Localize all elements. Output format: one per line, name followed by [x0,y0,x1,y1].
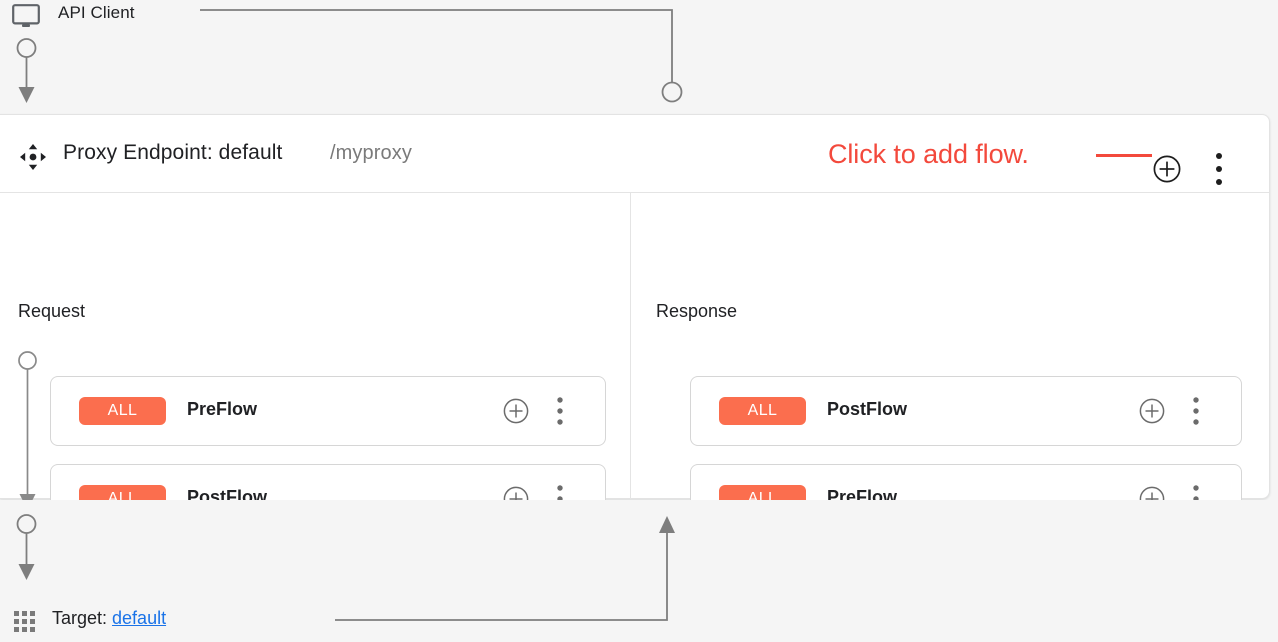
add-policy-button[interactable] [1139,398,1165,424]
apps-grid-icon [14,611,36,633]
client-response-connector [200,9,683,103]
proxy-endpoint-panel: Proxy Endpoint: default /myproxy Click t… [0,114,1270,534]
endpoint-more-menu-button[interactable] [1209,143,1229,195]
request-column: Request ALL PreFlow [0,193,631,534]
flow-card[interactable]: ALL PreFlow [50,376,606,446]
add-flow-annotation-text: Click to add flow. [828,139,1029,169]
request-direction-arrow [18,351,37,510]
client-request-connector [16,38,37,103]
request-column-title: Request [18,301,86,321]
target-label: Target: default [52,608,166,629]
target-row [0,500,1278,642]
api-client-row: API Client [0,0,1278,114]
flow-more-menu-button[interactable] [551,395,569,427]
flow-condition-badge: ALL [719,397,806,425]
flow-card[interactable]: ALL PostFlow [690,376,1242,446]
add-flow-annotation-pointer [1096,154,1152,157]
add-policy-button[interactable] [503,398,529,424]
monitor-icon [12,4,40,28]
proxy-endpoint-header: Proxy Endpoint: default /myproxy Click t… [0,115,1269,193]
proxy-endpoint-path: /myproxy [330,142,412,164]
target-label-prefix: Target: [52,608,113,628]
flow-card-name: PreFlow [187,399,258,419]
api-client-label: API Client [58,3,135,22]
add-flow-button[interactable] [1153,155,1181,183]
target-endpoint-link[interactable]: default [112,608,167,628]
response-column: Response ALL PostFlow [631,193,1269,534]
flow-condition-badge: ALL [79,397,166,425]
flow-more-menu-button[interactable] [1187,395,1205,427]
target-request-connector [16,514,37,580]
move-handle-icon[interactable] [20,144,46,170]
flow-card-name: PostFlow [827,399,907,419]
proxy-endpoint-title: Proxy Endpoint: default [63,141,283,164]
response-column-title: Response [656,301,738,321]
target-response-connector [335,516,675,621]
flow-columns: Request ALL PreFlow [0,193,1269,534]
